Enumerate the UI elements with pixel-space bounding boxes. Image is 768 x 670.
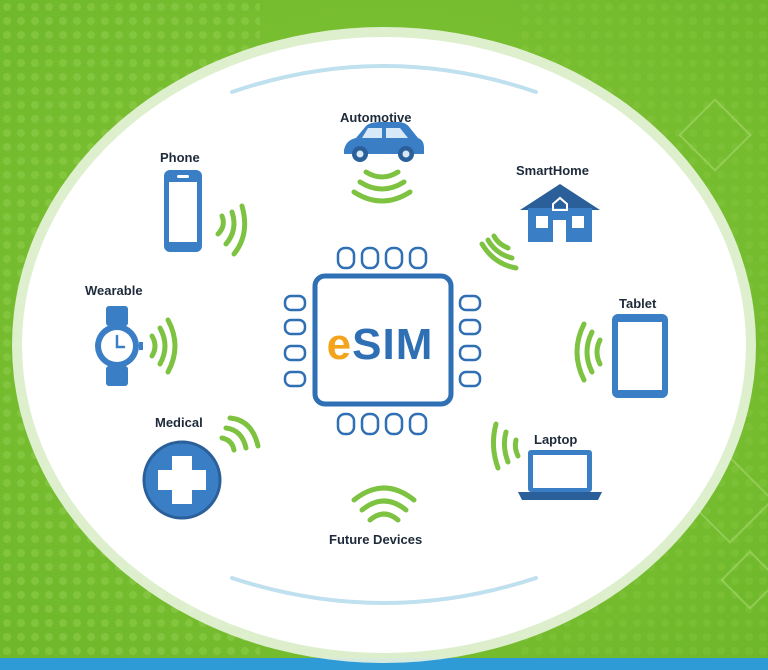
watch-icon [95,306,143,386]
label-laptop: Laptop [534,432,578,447]
wifi-icon [574,321,603,383]
wifi-icon [479,233,519,271]
wifi-icon [215,203,248,257]
label-automotive: Automotive [340,110,412,125]
label-phone: Phone [160,150,200,165]
house-icon [520,184,600,242]
label-medical: Medical [155,415,203,430]
label-wearable: Wearable [85,283,143,298]
wifi-icon [351,485,417,523]
esim-suffix: SIM [352,320,434,369]
wifi-icon [490,421,521,471]
wifi-icon [219,415,261,453]
label-tablet: Tablet [619,296,657,311]
wifi-icon [149,317,178,375]
label-smarthome: SmartHome [516,163,589,178]
laptop-icon [518,450,602,500]
wifi-icon [351,169,413,204]
car-icon [344,122,424,162]
esim-logo: eSIM [318,310,442,380]
label-future-devices: Future Devices [329,532,423,547]
esim-prefix: e [326,320,353,369]
tablet-icon [612,314,668,398]
phone-icon [164,170,202,252]
medical-cross-icon [142,440,222,520]
